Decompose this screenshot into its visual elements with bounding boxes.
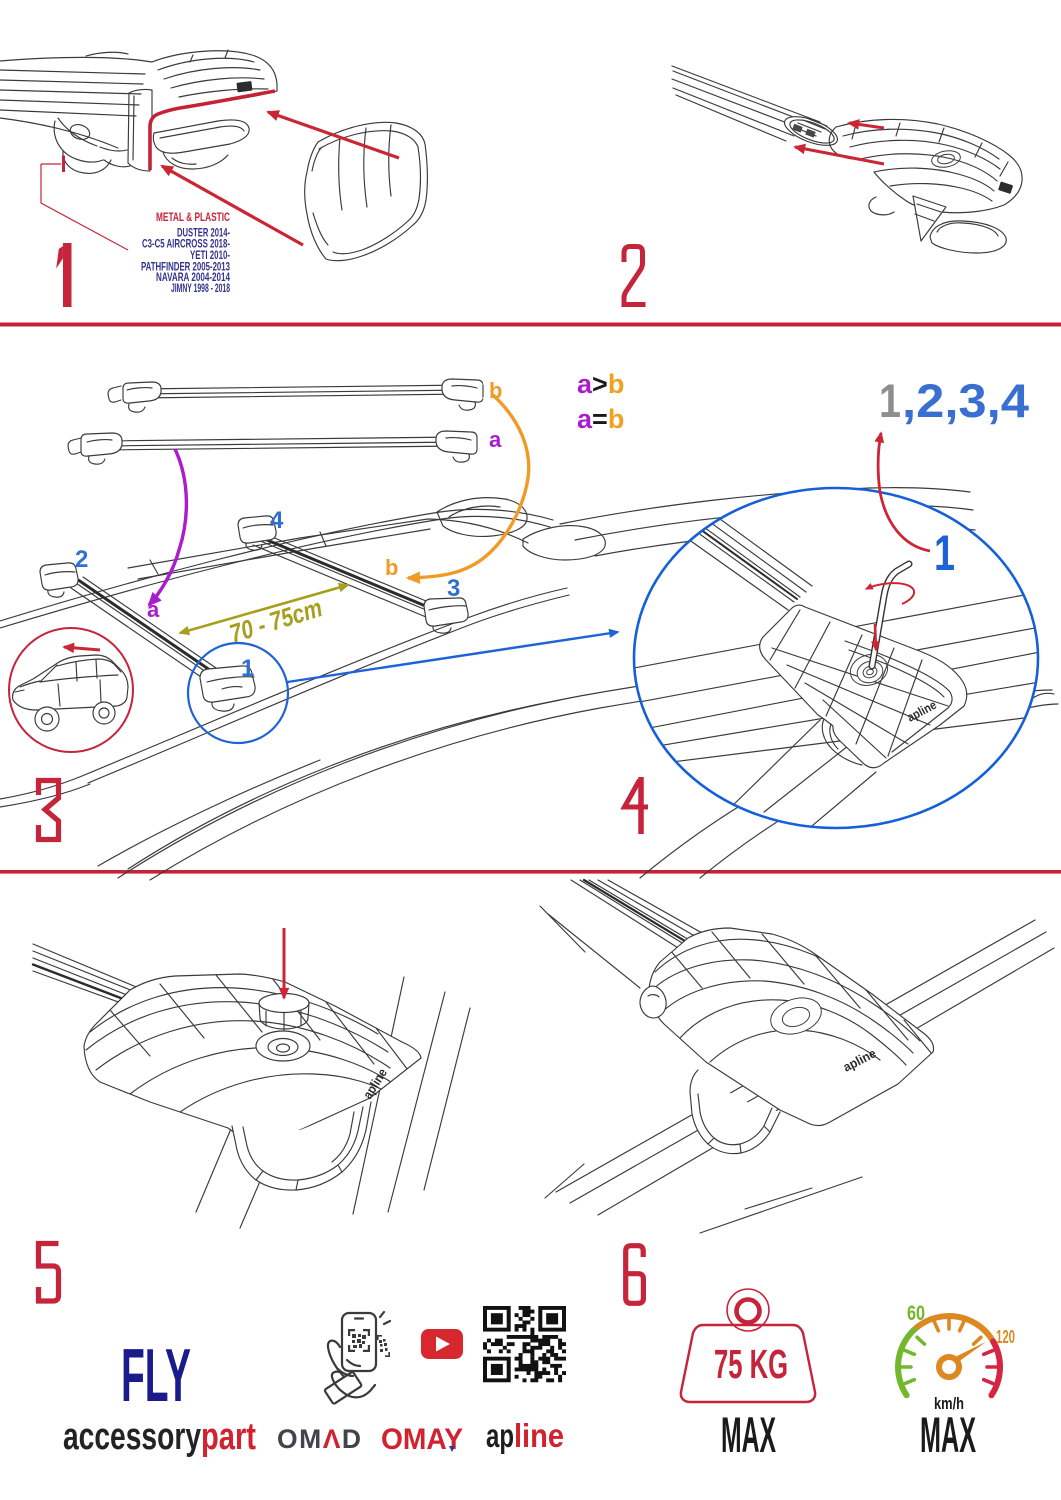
svg-text:1: 1 <box>934 525 955 581</box>
svg-text:120: 120 <box>996 1327 1015 1347</box>
svg-text:70 - 75cm: 70 - 75cm <box>226 592 326 648</box>
svg-text:4: 4 <box>270 507 284 534</box>
svg-text:a: a <box>489 427 502 452</box>
svg-text:apline: apline <box>486 1417 564 1454</box>
svg-text:a>b: a>b <box>577 369 624 399</box>
svg-text:C3-C5 AIRCROSS 2018-: C3-C5 AIRCROSS 2018- <box>142 239 230 251</box>
svg-text:,2,3,4: ,2,3,4 <box>902 374 1029 427</box>
svg-text:2: 2 <box>75 546 88 573</box>
svg-text:YETI 2010-: YETI 2010- <box>190 250 230 262</box>
svg-text:b: b <box>385 555 398 580</box>
svg-text:3: 3 <box>447 575 460 602</box>
svg-text:OMΛD: OMΛD <box>277 1424 363 1454</box>
svg-text:a: a <box>147 597 160 622</box>
svg-text:NAVARA 2004-2014: NAVARA 2004-2014 <box>156 272 230 284</box>
svg-text:60: 60 <box>907 1302 925 1325</box>
svg-text:1: 1 <box>241 655 254 682</box>
svg-text:FLY: FLY <box>121 1333 191 1417</box>
svg-text:b: b <box>489 378 502 403</box>
svg-text:MAX: MAX <box>920 1407 976 1463</box>
svg-text:accessorypart: accessorypart <box>63 1416 256 1458</box>
svg-text:JIMNY 1998 - 2018: JIMNY 1998 - 2018 <box>171 283 230 295</box>
svg-text:PATHFINDER 2005-2013: PATHFINDER 2005-2013 <box>141 261 230 273</box>
svg-text:OMAY: OMAY <box>381 1423 463 1456</box>
svg-text:a=b: a=b <box>577 404 624 434</box>
svg-text:METAL & PLASTIC: METAL & PLASTIC <box>156 212 230 224</box>
svg-text:MAX: MAX <box>721 1407 776 1463</box>
svg-text:DUSTER 2014-: DUSTER 2014- <box>177 228 230 240</box>
svg-text:km/h: km/h <box>934 1394 964 1413</box>
svg-text:75 KG: 75 KG <box>714 1341 788 1387</box>
svg-text:1: 1 <box>879 374 901 427</box>
